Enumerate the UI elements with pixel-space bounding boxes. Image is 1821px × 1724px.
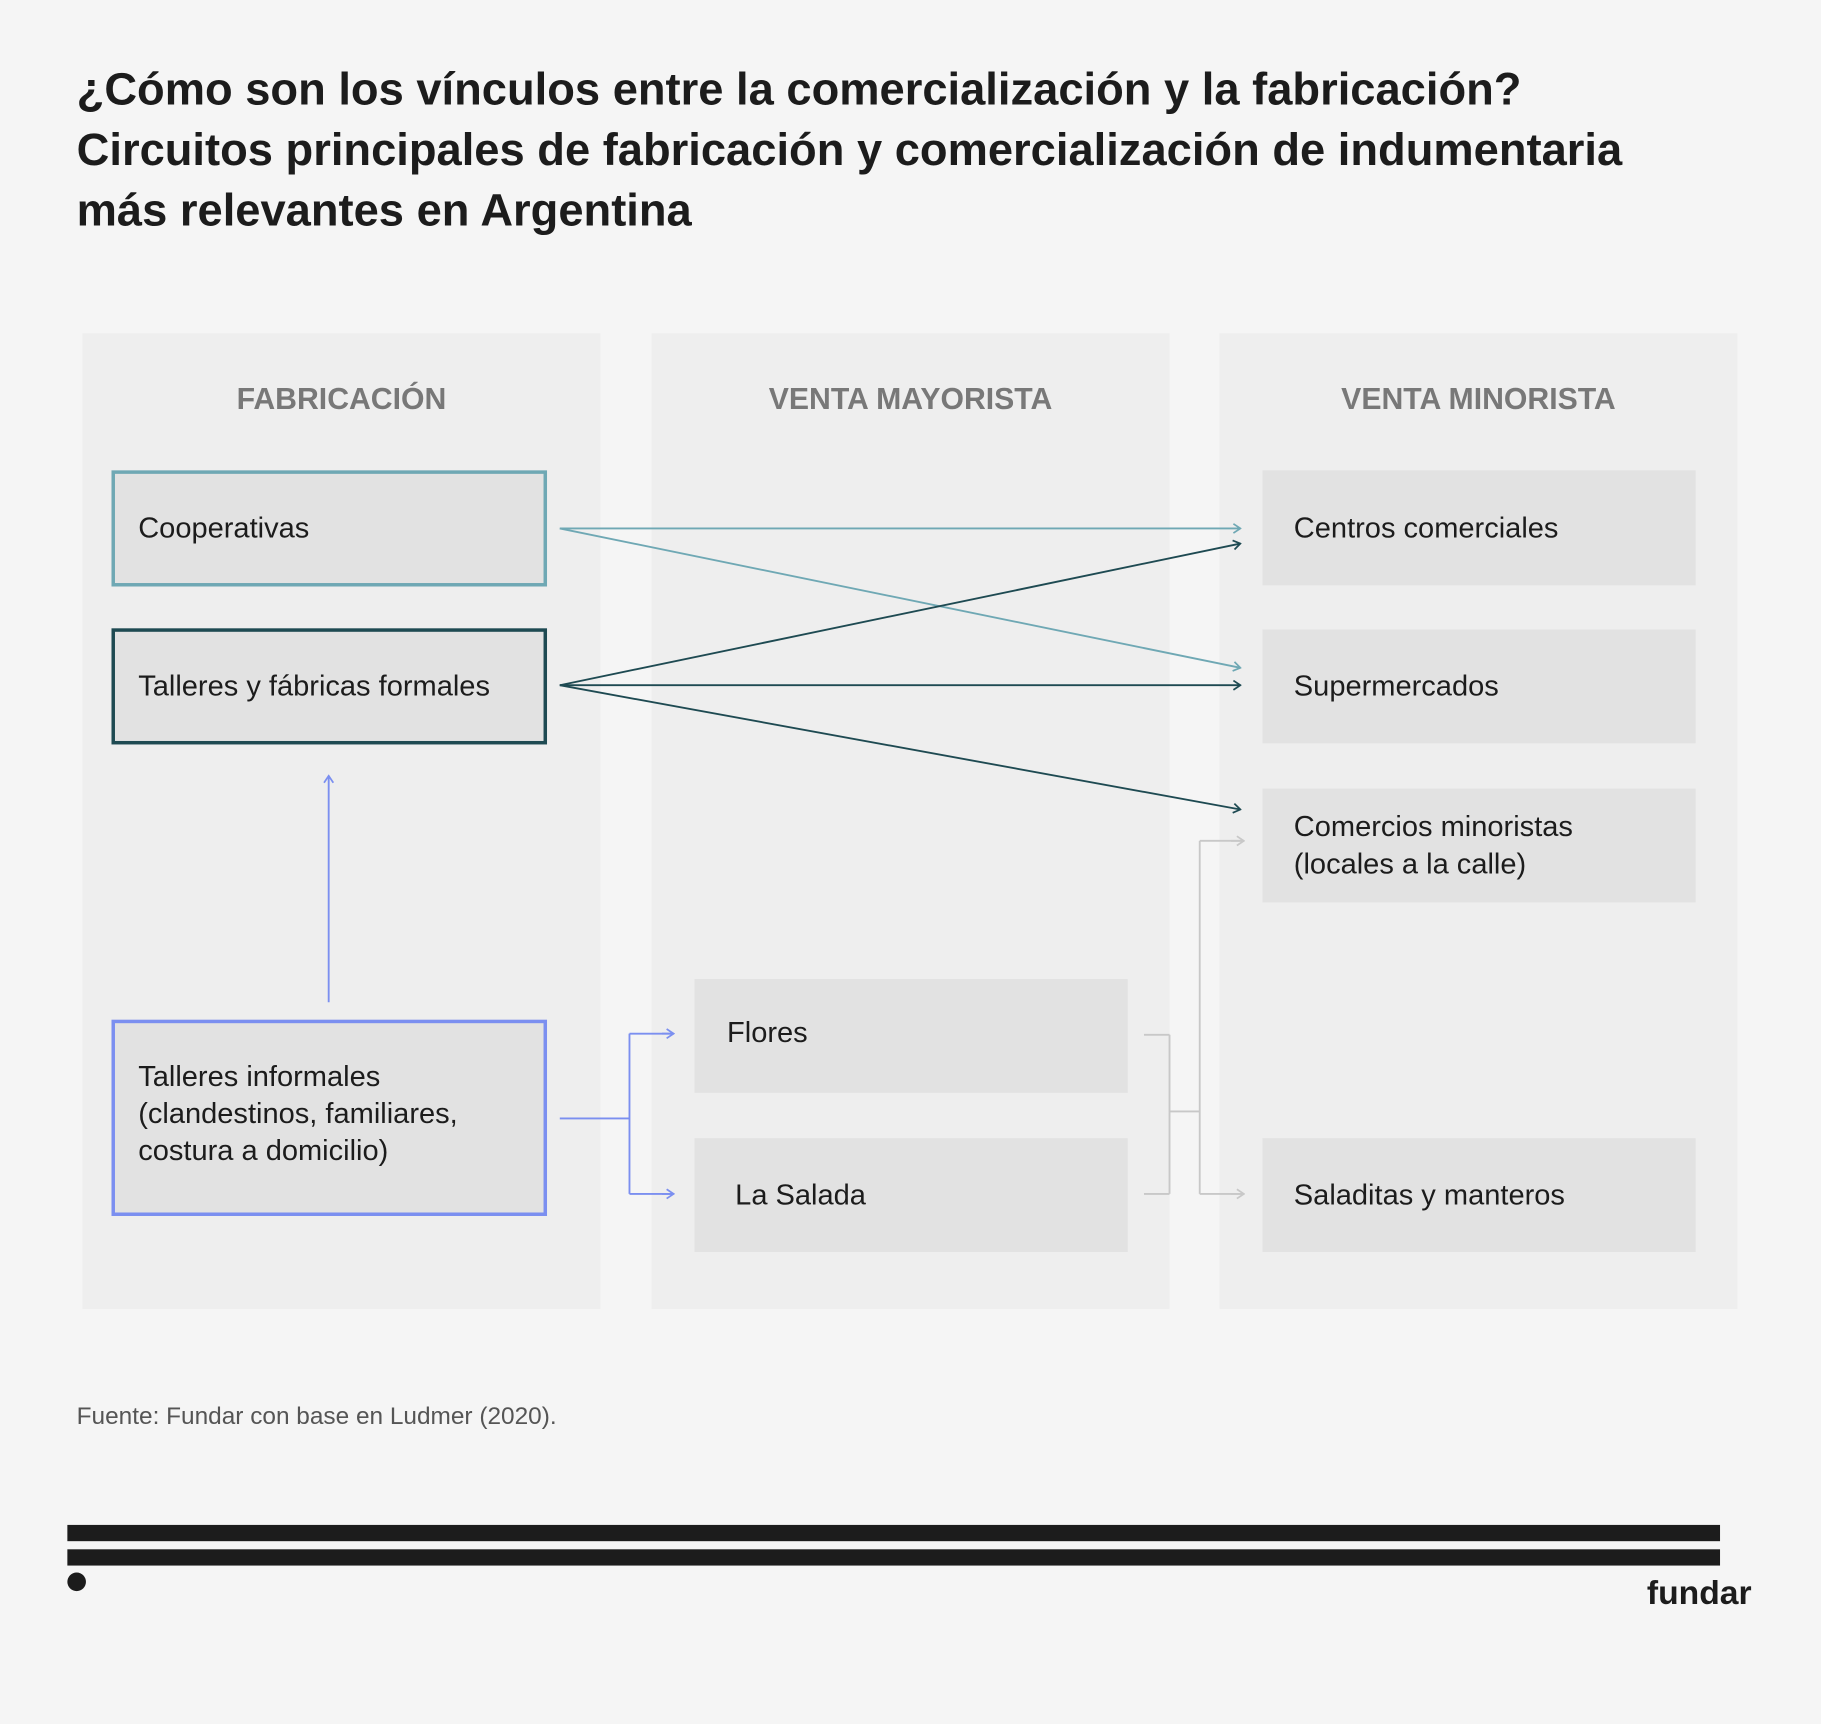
footer-bar (67, 1549, 1721, 1566)
node-label: La Salada (735, 1178, 866, 1212)
node-label: Supermercados (1293, 670, 1499, 703)
arrow-coop-super (559, 527, 1241, 667)
arrow-formal-comercios (559, 684, 1241, 809)
node-label: Talleres y fábricas formales (138, 670, 490, 703)
column-header: VENTA MINORISTA (1341, 380, 1616, 416)
arrow-mayorista-minorista (1143, 839, 1244, 1195)
title-line: Circuitos principales de fabricación y c… (76, 125, 1623, 176)
footer-bar (67, 1524, 1721, 1542)
node-label: Comercios minoristas (1293, 810, 1573, 844)
title-line: ¿Cómo son los vínculos entre la comercia… (76, 65, 1522, 115)
fundar-logo: fundar (1646, 1574, 1752, 1613)
node-talleres-informales: Talleres informales (clandestinos, famil… (111, 1019, 548, 1216)
logo-dot-icon (67, 1572, 86, 1592)
node-centros-comerciales: Centros comerciales (1262, 470, 1696, 586)
node-sublabel: (clandestinos, familiares, (138, 1097, 458, 1131)
node-label: Talleres informales (138, 1060, 381, 1093)
node-talleres-formales: Talleres y fábricas formales (111, 628, 548, 745)
source-note: Fuente: Fundar con base en Ludmer (2020)… (76, 1402, 557, 1430)
node-label: Cooperativas (138, 512, 310, 545)
title-line: más relevantes en Argentina (76, 185, 692, 236)
node-label: Saladitas y manteros (1293, 1178, 1565, 1212)
node-saladitas: Saladitas y manteros (1262, 1138, 1696, 1252)
node-label: Flores (727, 1016, 808, 1049)
node-la-salada: La Salada (694, 1138, 1128, 1252)
node-label: Centros comerciales (1293, 511, 1559, 545)
page-title: ¿Cómo son los vínculos entre la comercia… (77, 60, 1773, 241)
column-header: FABRICACIÓN (236, 380, 447, 416)
node-flores: Flores (694, 979, 1128, 1093)
column-header: VENTA MAYORISTA (768, 380, 1053, 416)
node-supermercados: Supermercados (1262, 629, 1696, 744)
node-sublabel: costura a domicilio) (138, 1134, 389, 1168)
node-comercios-minoristas: Comercios minoristas (locales a la calle… (1262, 788, 1696, 903)
arrow-formal-centros (559, 544, 1241, 687)
node-cooperativas: Cooperativas (111, 470, 548, 587)
node-sublabel: (locales a la calle) (1293, 847, 1527, 881)
arrow-informal-mayorista (559, 1032, 674, 1195)
